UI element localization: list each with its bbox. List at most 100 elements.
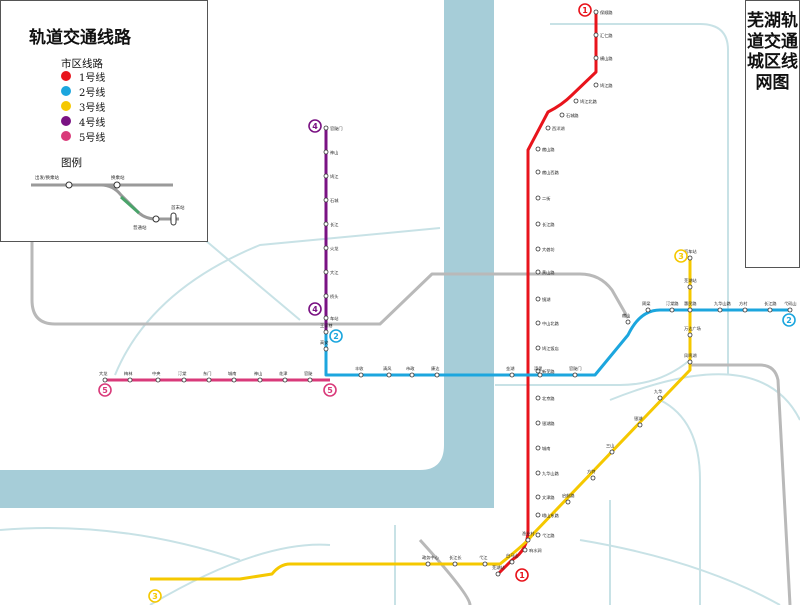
- station-marker[interactable]: [535, 445, 541, 451]
- station-marker[interactable]: [787, 307, 793, 313]
- legend-item-line3: 3号线: [61, 99, 105, 114]
- station-marker[interactable]: [593, 9, 599, 15]
- station-label: 万达广场: [684, 325, 701, 332]
- station-marker[interactable]: [535, 420, 541, 426]
- station-marker[interactable]: [687, 359, 693, 365]
- station-marker[interactable]: [358, 372, 364, 378]
- station-marker[interactable]: [155, 377, 161, 383]
- station-marker[interactable]: [717, 307, 723, 313]
- station-marker[interactable]: [687, 284, 693, 290]
- station-label: 长江路: [764, 300, 777, 307]
- station-marker[interactable]: [625, 319, 631, 325]
- station-marker[interactable]: [645, 307, 651, 313]
- station-marker[interactable]: [593, 32, 599, 38]
- station-marker[interactable]: [535, 512, 541, 518]
- station-marker[interactable]: [572, 372, 578, 378]
- station-marker[interactable]: [522, 547, 528, 553]
- station-marker[interactable]: [657, 395, 663, 401]
- station-marker[interactable]: [593, 82, 599, 88]
- station-marker[interactable]: [535, 146, 541, 152]
- line-badge-number: 3: [678, 252, 684, 261]
- station-marker[interactable]: [535, 532, 541, 538]
- station-label: 花津: [279, 370, 287, 377]
- station-marker[interactable]: [535, 269, 541, 275]
- station-marker[interactable]: [537, 372, 543, 378]
- station-marker[interactable]: [565, 499, 571, 505]
- station-marker[interactable]: [687, 332, 693, 338]
- station-marker[interactable]: [535, 395, 541, 401]
- station-marker[interactable]: [482, 561, 488, 567]
- station-marker[interactable]: [386, 372, 392, 378]
- line-badge-number: 2: [786, 316, 792, 325]
- station-marker[interactable]: [323, 245, 329, 251]
- station-marker[interactable]: [102, 377, 108, 383]
- station-label: 惠民路: [684, 300, 697, 307]
- line-badge-number: 5: [102, 386, 108, 395]
- station-marker[interactable]: [535, 296, 541, 302]
- station-label: 汇仁路: [600, 32, 613, 39]
- line-badge: [98, 383, 112, 397]
- station-marker[interactable]: [767, 307, 773, 313]
- station-marker[interactable]: [609, 449, 615, 455]
- line-badge-number: 4: [312, 122, 318, 131]
- station-marker[interactable]: [323, 315, 329, 321]
- station-marker[interactable]: [231, 377, 237, 383]
- station-label: 汀棠路: [666, 300, 679, 307]
- station-marker[interactable]: [509, 372, 515, 378]
- station-marker[interactable]: [669, 307, 675, 313]
- line5-color-dot: [61, 131, 71, 141]
- station-marker[interactable]: [323, 269, 329, 275]
- station-marker[interactable]: [127, 377, 133, 383]
- terminal-icon: [170, 212, 177, 226]
- station-marker[interactable]: [323, 149, 329, 155]
- line-badge: [578, 3, 592, 17]
- station-marker[interactable]: [323, 293, 329, 299]
- station-marker[interactable]: [590, 475, 596, 481]
- station-marker[interactable]: [282, 377, 288, 383]
- station-marker[interactable]: [637, 422, 643, 428]
- station-marker[interactable]: [323, 197, 329, 203]
- station-label: 方村: [739, 300, 748, 307]
- station-marker[interactable]: [181, 377, 187, 383]
- station-marker[interactable]: [687, 307, 693, 313]
- station-marker[interactable]: [323, 221, 329, 227]
- station-label: 赭山路: [542, 146, 555, 153]
- station-marker[interactable]: [573, 98, 579, 104]
- station-marker[interactable]: [742, 307, 748, 313]
- station-marker[interactable]: [535, 345, 541, 351]
- station-label: 弋江: [479, 554, 487, 561]
- station-marker[interactable]: [509, 559, 515, 565]
- legend-title: 轨道交通线路: [29, 28, 131, 48]
- station-marker[interactable]: [535, 221, 541, 227]
- station-marker[interactable]: [323, 329, 329, 335]
- station-label: 银湖: [634, 415, 642, 422]
- station-marker[interactable]: [535, 494, 541, 500]
- station-marker[interactable]: [307, 377, 313, 383]
- station-marker[interactable]: [535, 169, 541, 175]
- line-badge: [308, 119, 322, 133]
- station-marker[interactable]: [452, 561, 458, 567]
- station-marker[interactable]: [545, 125, 551, 131]
- station-marker[interactable]: [535, 470, 541, 476]
- station-marker[interactable]: [687, 255, 693, 261]
- station-marker[interactable]: [434, 372, 440, 378]
- station-marker[interactable]: [323, 173, 329, 179]
- station-label: 二街: [542, 195, 550, 202]
- station-marker[interactable]: [535, 368, 541, 374]
- station-marker[interactable]: [206, 377, 212, 383]
- station-marker[interactable]: [495, 571, 501, 577]
- station-marker[interactable]: [323, 346, 329, 352]
- station-marker[interactable]: [525, 537, 531, 543]
- station-marker[interactable]: [323, 125, 329, 131]
- station-marker[interactable]: [535, 320, 541, 326]
- station-marker[interactable]: [559, 112, 565, 118]
- station-marker[interactable]: [409, 372, 415, 378]
- station-label: 九华山路: [714, 300, 732, 307]
- station-marker[interactable]: [535, 195, 541, 201]
- station-marker[interactable]: [593, 55, 599, 61]
- station-marker[interactable]: [425, 561, 431, 567]
- station-marker[interactable]: [535, 246, 541, 252]
- metro-stations: 保顺路汇仁路横山路鸠江路鸠江北路石城路西洋湖赭山路赭山西路二街长江路大砻坊黄山路…: [99, 9, 797, 577]
- station-marker[interactable]: [257, 377, 263, 383]
